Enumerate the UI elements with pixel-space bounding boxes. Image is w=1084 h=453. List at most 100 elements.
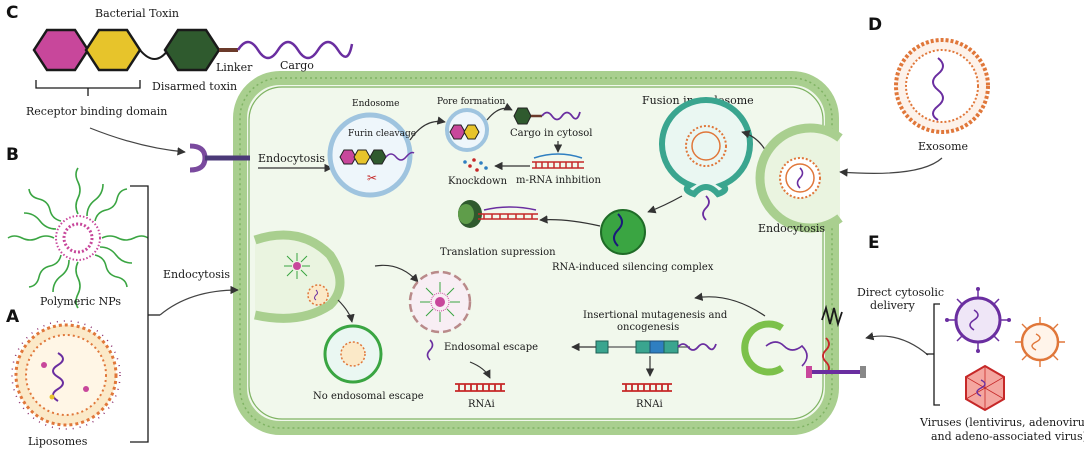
panel-a: A Liposomes [6, 307, 121, 448]
panel-label-e: E [868, 233, 880, 253]
gene-box-2 [635, 340, 651, 354]
furin-cleavage-label: Furin cleavage [348, 129, 416, 139]
inserted-cargo [677, 343, 717, 351]
fusion-exosome-inner [691, 131, 721, 161]
translation-supression-label: Translation supression [440, 247, 556, 258]
panel-d: D Exosome [839, 15, 990, 177]
knockdown-fragments-icon [463, 158, 488, 172]
fusion-cargo [702, 195, 710, 221]
insertional-label-1: Insertional mutagenesis and [583, 310, 728, 321]
pore-hex-magenta [449, 124, 466, 140]
panel-label-b: B [6, 145, 19, 165]
risc-rna [613, 213, 623, 247]
panel-e: E Viruses (lentivirus, adenovirus, and a… [868, 233, 1084, 443]
arrow-viruses-to-cell [865, 332, 929, 356]
membrane-receptor [189, 143, 250, 173]
mrna-strand [533, 153, 583, 159]
cytosol-toxin-hex [513, 107, 532, 125]
endosome-hex-magenta [339, 149, 357, 165]
endosome-hex-green [369, 149, 387, 165]
cargo-label: Cargo [280, 59, 314, 72]
polymeric-nps-label: Polymeric NPs [40, 295, 121, 308]
rnai-right-label: RNAi [636, 399, 663, 410]
arrow-pore-to-cargo [486, 102, 513, 121]
fusion-endosome [659, 97, 753, 198]
gene-box-4 [663, 340, 679, 354]
ribosome-icon [458, 200, 482, 228]
exosome-cargo-helix [932, 57, 944, 121]
disarmed-toxin-label: Disarmed toxin [152, 80, 237, 93]
mrna-inhibition-label: m-RNA inhbition [516, 175, 601, 186]
endosomal-escape-label: Endosomal escape [444, 342, 538, 353]
direct-delivery-label-2: delivery [870, 299, 916, 312]
receptor-hexagon-yellow [84, 28, 142, 72]
rnai-left-label: RNAi [468, 399, 495, 410]
viral-genome [765, 341, 808, 367]
no-escape-liposome [340, 341, 366, 367]
cytosol-cargo [541, 111, 581, 121]
pore-hex-yellow [463, 124, 480, 140]
direct-delivery-helix [822, 337, 830, 375]
viruses-label-1: Viruses (lentivirus, adenovirus, [919, 416, 1084, 429]
toxin-endosome [327, 112, 413, 198]
endocytosis-top-label: Endocytosis [258, 152, 325, 165]
no-endosomal-escape-label: No endosomal escape [313, 391, 424, 402]
receptor-binding-label: Receptor binding domain [26, 105, 167, 118]
fusion-exosome-outer [685, 125, 727, 167]
rnai-right-icon [622, 383, 672, 392]
gene-box-3 [649, 340, 665, 354]
panel-b: B Polymeric NPs Endocytosis [6, 145, 239, 443]
risc-label: RNA-induced silencing complex [552, 262, 714, 273]
cargo-in-cytosol-label: Cargo in cytosol [510, 128, 592, 139]
pore-formation-label: Pore formation [437, 97, 505, 107]
adenovirus-icon [1015, 317, 1065, 367]
np-endocytosis-route: No endosomal escape Endosomal escape RNA… [253, 230, 538, 410]
receptor-bracket [35, 80, 141, 96]
gene-box-1 [595, 340, 609, 354]
exosome-inner-ring [905, 49, 979, 123]
cargo-dna-icon [236, 40, 354, 60]
viral-capsid-arc [741, 320, 784, 376]
arrow-risc-to-translation [539, 215, 601, 227]
aav-icon [965, 364, 1005, 412]
polymeric-np-icon [7, 167, 149, 309]
escape-polymer-np [420, 282, 460, 322]
direct-delivery-label-1: Direct cytosolic [857, 286, 944, 299]
arrow-fusion-to-risc [647, 195, 683, 214]
endosome-label: Endosome [352, 99, 399, 109]
direct-delivery-strand [821, 304, 843, 328]
panel-label-a: A [6, 307, 20, 327]
insertional-label-2: oncogenesis [617, 322, 679, 333]
panel-label-d: D [868, 15, 882, 35]
endosome-hex-yellow [353, 149, 371, 165]
arrow-b-to-cell [159, 285, 239, 316]
endosome-cargo [385, 151, 415, 161]
disarmed-toxin-hexagon [163, 28, 221, 72]
mrna-duplex-icon [532, 161, 584, 169]
scissors-icon: ✂ [367, 171, 377, 185]
bacterial-toxin-label: Bacterial Toxin [95, 7, 179, 20]
virus-bracket [926, 303, 940, 406]
endocytosis-right-label: Endocytosis [758, 222, 825, 235]
receptor-hexagon-magenta [32, 28, 90, 72]
liposome-icon [11, 320, 121, 430]
membrane-channel-icon [806, 366, 866, 378]
lentivirus-icon [945, 287, 1011, 353]
vesicle-liposome [307, 284, 329, 306]
panel-c: C Bacterial Toxin Linker Cargo Disarmed … [6, 3, 354, 156]
nanocarrier-bracket [130, 185, 160, 443]
arrow-to-pore [409, 116, 446, 141]
exosome-label: Exosome [918, 140, 968, 153]
translation-mrna [478, 213, 538, 220]
risc-complex [600, 209, 646, 255]
panel-label-c: C [6, 3, 18, 23]
arrow-to-no-escape [337, 299, 355, 323]
arrow-to-rnai-left [469, 361, 491, 379]
arrow-to-escape [374, 264, 419, 283]
liposomes-label: Liposomes [28, 435, 88, 448]
linker-label: Linker [216, 61, 253, 74]
toxin-endosome-route: Endocytosis Endosome Furin cleavage ✂ Po… [258, 97, 601, 198]
translation-strand [483, 206, 537, 211]
viruses-label-2: and adeno-associated virus) [931, 430, 1084, 443]
